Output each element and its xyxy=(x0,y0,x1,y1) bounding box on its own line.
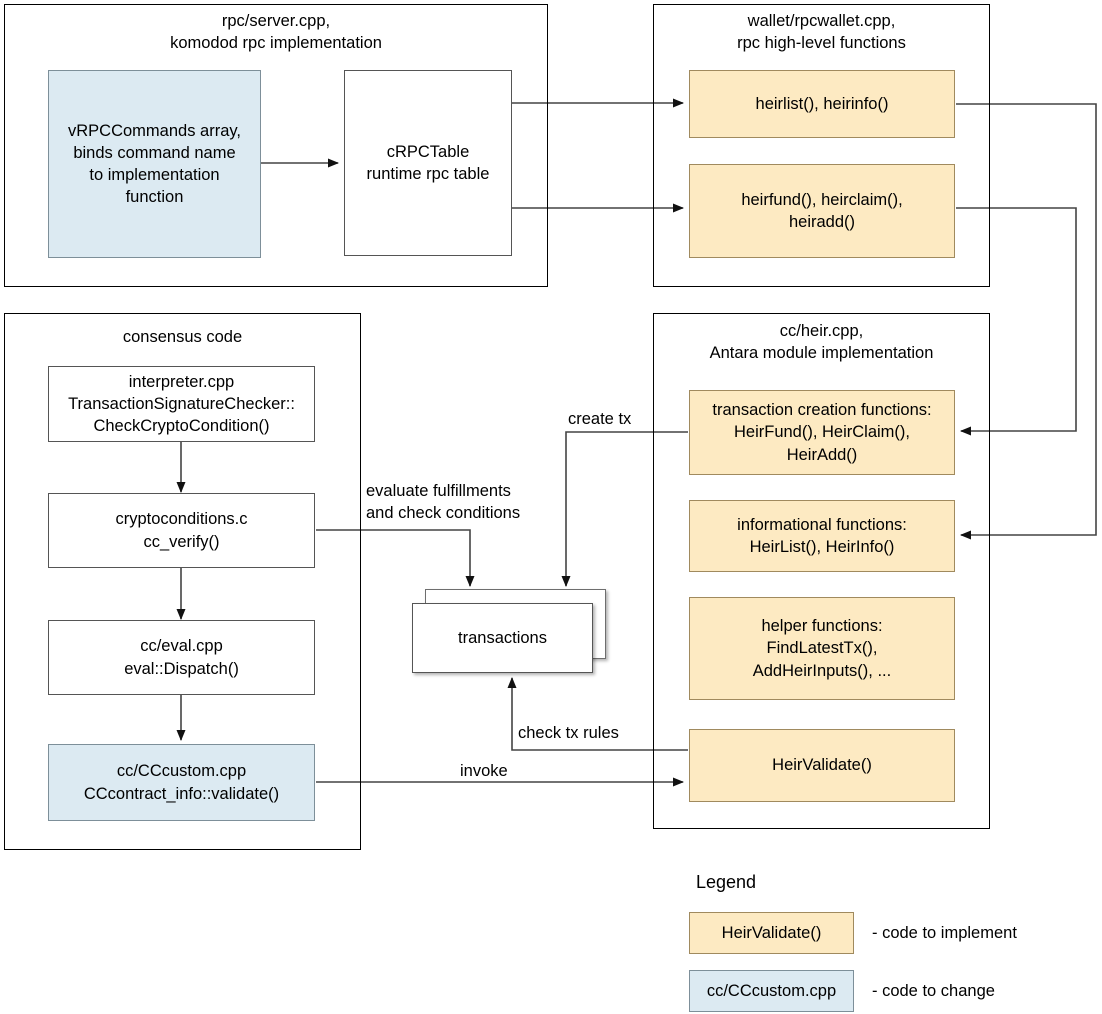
legend-text-change: - code to change xyxy=(872,982,995,1000)
legend-swatch-implement: HeirValidate() xyxy=(689,912,854,954)
legend-text-implement: - code to implement xyxy=(872,924,1017,942)
container-consensus-code xyxy=(4,313,361,850)
container-rpcwallet xyxy=(653,4,990,287)
edge-label-evaluate-fulfillments: evaluate fulfillments and check conditio… xyxy=(366,482,521,523)
container-rpcwallet-title: wallet/rpcwallet.cpp, rpc high-level fun… xyxy=(737,12,906,53)
legend-title: Legend xyxy=(696,872,757,892)
node-heirfund-heirclaim-heiradd[interactable]: heirfund(), heirclaim(), heiradd() xyxy=(689,164,955,258)
legend-swatch-change: cc/CCcustom.cpp xyxy=(689,970,854,1012)
node-transactions[interactable]: transactions xyxy=(412,603,593,673)
edge-label-check-tx-rules: check tx rules xyxy=(518,724,619,742)
edge-label-invoke: invoke xyxy=(460,762,508,780)
node-informational-functions[interactable]: informational functions: HeirList(), Hei… xyxy=(689,500,955,572)
container-consensus-code-title: consensus code xyxy=(122,328,243,346)
node-heirvalidate[interactable]: HeirValidate() xyxy=(689,729,955,802)
container-heir-module-title: cc/heir.cpp, Antara module implementatio… xyxy=(709,322,934,363)
node-helper-functions[interactable]: helper functions: FindLatestTx(), AddHei… xyxy=(689,597,955,700)
container-rpc-server-title: rpc/server.cpp, komodod rpc implementati… xyxy=(170,12,382,53)
node-transaction-creation-functions[interactable]: transaction creation functions: HeirFund… xyxy=(689,390,955,475)
node-crpctable[interactable]: cRPCTable runtime rpc table xyxy=(344,70,512,256)
node-vrpccommands-array[interactable]: vRPCCommands array, binds command name t… xyxy=(48,70,261,258)
node-heirlist-heirinfo[interactable]: heirlist(), heirinfo() xyxy=(689,70,955,138)
node-cccustom-validate[interactable]: cc/CCcustom.cpp CCcontract_info::validat… xyxy=(48,744,315,821)
container-heir-module xyxy=(653,313,990,829)
edge-label-create-tx: create tx xyxy=(568,410,632,428)
container-rpc-server xyxy=(4,4,548,287)
node-interpreter-checkcryptocondition[interactable]: interpreter.cpp TransactionSignatureChec… xyxy=(48,366,315,442)
node-cc-eval-dispatch[interactable]: cc/eval.cpp eval::Dispatch() xyxy=(48,620,315,695)
node-cryptoconditions-cc-verify[interactable]: cryptoconditions.c cc_verify() xyxy=(48,493,315,568)
